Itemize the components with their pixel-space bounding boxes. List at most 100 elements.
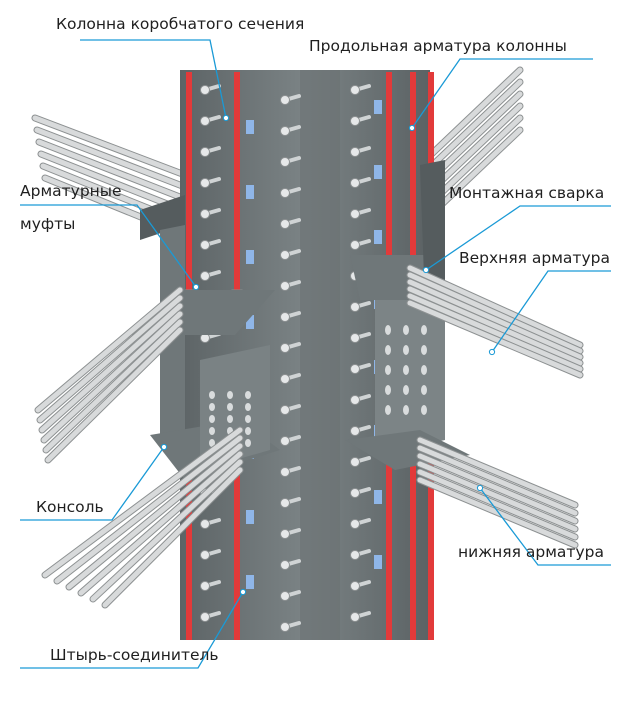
shear-stud-head	[200, 519, 210, 529]
bolt-hole	[209, 415, 215, 423]
blue-tab	[374, 230, 382, 244]
bottom-rebar-left	[42, 427, 243, 578]
shear-stud-head	[200, 550, 210, 560]
blue-tab	[246, 575, 254, 589]
label-bracket: Консоль	[36, 498, 104, 516]
leader-site-welding-dot	[422, 266, 430, 274]
shear-stud-head	[280, 405, 290, 415]
bottom-rebar-right	[417, 477, 578, 548]
shear-stud-head	[350, 178, 360, 188]
front-web-plate	[200, 345, 270, 470]
shear-stud-head	[280, 436, 290, 446]
bolt-hole	[245, 415, 251, 423]
bolt-hole	[385, 385, 391, 395]
shear-stud-head	[280, 126, 290, 136]
shear-stud-head	[200, 612, 210, 622]
leader-longitudinal-rebar	[411, 58, 593, 129]
shear-stud-head	[280, 281, 290, 291]
bolt-hole	[245, 391, 251, 399]
label-top-rebar: Верхняя арматура	[459, 249, 610, 267]
column-longitudinal-rebar	[186, 72, 192, 302]
bolt-hole	[209, 391, 215, 399]
leader-shear-stud-dot	[239, 588, 247, 596]
column-longitudinal-rebar-lower	[234, 455, 240, 640]
shear-stud-head	[350, 395, 360, 405]
blue-tab	[374, 490, 382, 504]
leader-site-welding	[425, 205, 611, 271]
column-longitudinal-rebar-lower	[428, 455, 434, 640]
shear-stud-head	[280, 157, 290, 167]
shear-stud-head	[200, 240, 210, 250]
shear-stud-head	[350, 147, 360, 157]
column-longitudinal-rebar	[234, 72, 240, 302]
bottom-rebar-right	[417, 469, 578, 540]
bolt-hole	[403, 385, 409, 395]
shear-stud-head	[350, 209, 360, 219]
top-rebar-left	[35, 287, 183, 413]
label-bottom-rebar: нижняя арматура	[458, 543, 604, 561]
left-web-plate	[160, 225, 185, 470]
top-rebar-right	[407, 286, 583, 366]
right-web-plate	[375, 300, 445, 455]
bottom-rebar-left	[54, 435, 243, 584]
blue-tab	[374, 100, 382, 114]
top-rebar-left	[41, 311, 183, 443]
blue-tab	[374, 555, 382, 569]
label-longitudinal-rebar: Продольная арматура колонны	[309, 37, 567, 55]
blue-tab	[246, 315, 254, 329]
leader-couplers-dot	[192, 283, 200, 291]
shear-stud-head	[280, 529, 290, 539]
leader-lines	[20, 39, 611, 669]
bottom-rebar-left	[102, 467, 243, 608]
leader-longitudinal-rebar-dot	[408, 124, 416, 132]
leader-bottom-rebar-dot	[476, 484, 484, 492]
bolt-hole	[209, 403, 215, 411]
bolt-hole	[403, 365, 409, 375]
shear-stud-head	[350, 612, 360, 622]
top-rebar-left	[43, 319, 183, 453]
leader-column	[80, 39, 227, 119]
bolt-hole	[245, 403, 251, 411]
shear-stud-head	[350, 457, 360, 467]
column-longitudinal-rebar-lower	[410, 455, 416, 640]
shear-stud-head	[350, 550, 360, 560]
column-longitudinal-rebar	[386, 72, 392, 302]
shear-stud-head	[350, 85, 360, 95]
blue-tab	[374, 165, 382, 179]
bolt-hole	[421, 325, 427, 335]
label-shear-stud: Штырь-соединитель	[50, 646, 219, 664]
shear-stud-head	[280, 95, 290, 105]
blue-tab	[246, 185, 254, 199]
bolt-hole	[403, 405, 409, 415]
shear-stud-head	[200, 209, 210, 219]
bottom-rebar-right	[417, 445, 578, 516]
bottom-rebar-left	[66, 443, 243, 590]
blue-tab	[246, 510, 254, 524]
bolt-hole	[385, 325, 391, 335]
bolt-hole	[227, 415, 233, 423]
top-rebar-left	[45, 327, 183, 463]
shear-stud-head	[200, 85, 210, 95]
rebar-upper-left	[38, 151, 188, 214]
column-longitudinal-rebar	[410, 72, 416, 302]
shear-stud-head	[280, 219, 290, 229]
bolt-hole	[227, 391, 233, 399]
top-rebar-left	[37, 295, 183, 423]
leader-column-dot	[222, 114, 230, 122]
bolt-hole	[403, 345, 409, 355]
blue-tab	[246, 250, 254, 264]
shear-stud-head	[200, 116, 210, 126]
shear-stud-head	[350, 364, 360, 374]
bolt-hole	[421, 365, 427, 375]
column-longitudinal-rebar-lower	[186, 455, 192, 640]
shear-stud-head	[200, 178, 210, 188]
rebar-upper-right	[417, 67, 523, 168]
bolt-hole	[385, 345, 391, 355]
bottom-rebar-left	[90, 459, 243, 602]
shear-stud-head	[280, 312, 290, 322]
leader-bracket-dot	[160, 443, 168, 451]
bolt-hole	[227, 403, 233, 411]
rebar-upper-left	[34, 127, 188, 190]
bolt-hole	[421, 405, 427, 415]
